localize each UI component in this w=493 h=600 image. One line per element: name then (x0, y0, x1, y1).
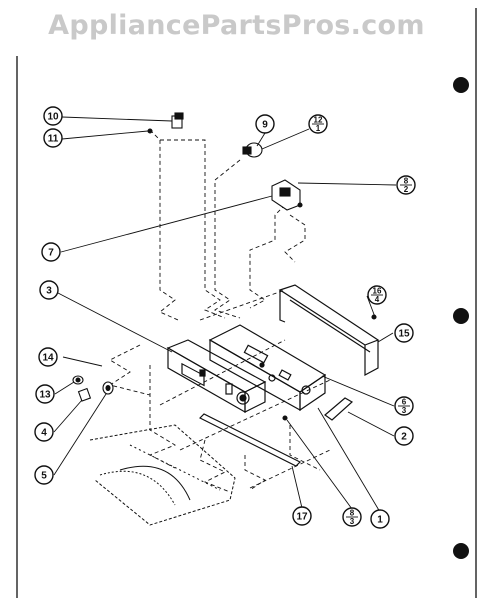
callout-label: 13 (39, 390, 51, 401)
callout-c14: 14 (38, 347, 58, 367)
watermark-text: AppliancePartsPros.com (48, 10, 425, 41)
switch-screw (297, 202, 303, 208)
knob-4 (77, 387, 92, 402)
callout-c10: 10 (43, 106, 63, 126)
callout-circle (34, 465, 54, 485)
callout-c9: 9 (255, 114, 275, 134)
callout-label: 17 (296, 512, 308, 523)
console-base-panel (89, 424, 236, 526)
callout-circle (43, 128, 63, 148)
callout-label-top: 8 (350, 509, 355, 518)
callout-label: 5 (41, 471, 47, 482)
callout-c8a: 82 (396, 175, 416, 195)
callout-label: 1 (377, 515, 383, 526)
callout-circle (394, 426, 414, 446)
binder-hole-top (453, 77, 469, 93)
callout-label-bottom: 3 (350, 517, 355, 526)
callout-circle (43, 106, 63, 126)
callout-label-bottom: 2 (404, 185, 409, 194)
leader-lines (53, 116, 397, 513)
control-panel (166, 339, 267, 414)
callout-c8b: 83 (342, 507, 362, 527)
callout-c15: 15 (394, 323, 414, 343)
callout-c17: 17 (292, 506, 312, 526)
callout-label-top: 8 (404, 177, 409, 186)
callout-c4: 4 (34, 422, 54, 442)
callout-circle (41, 242, 61, 262)
screw-11 (147, 128, 153, 134)
binder-hole-bottom (453, 543, 469, 559)
screw-8b (282, 415, 288, 421)
trim-strip (198, 413, 302, 467)
callout-label: 11 (48, 134, 59, 145)
callout-label-top: 12 (314, 116, 323, 125)
callout-circle (292, 506, 312, 526)
assembly-guide-lines (108, 129, 331, 493)
bushing-hole (75, 377, 81, 383)
callout-label-bottom: 4 (375, 295, 380, 304)
callout-label: 14 (42, 353, 54, 364)
small-parts (72, 112, 377, 421)
callout-label-bottom: 3 (402, 406, 407, 415)
spacer-block (324, 397, 354, 421)
callout-circle (394, 323, 414, 343)
callout-c12: 121 (308, 114, 328, 134)
callout-c1: 1 (370, 509, 390, 529)
callout-circle (39, 280, 59, 300)
control-housing (208, 324, 327, 412)
callout-label: 4 (41, 428, 47, 439)
switch-terminal (279, 187, 291, 197)
callout-label: 7 (48, 248, 54, 259)
callout-c5: 5 (34, 465, 54, 485)
callout-label-top: 6 (402, 398, 407, 407)
callout-c11: 11 (43, 128, 63, 148)
back-bracket (278, 284, 380, 377)
callout-label: 2 (401, 432, 407, 443)
callout-c2: 2 (394, 426, 414, 446)
callout-circle (35, 384, 55, 404)
callout-c16: 164 (367, 285, 387, 305)
callout-label: 9 (262, 120, 268, 131)
callout-label-bottom: 1 (316, 124, 321, 133)
callout-circle (255, 114, 275, 134)
callout-circle (370, 509, 390, 529)
callout-label: 10 (47, 112, 59, 123)
callout-c3: 3 (39, 280, 59, 300)
knob-shaft (242, 146, 252, 155)
callout-c6: 63 (394, 396, 414, 416)
lamp-tab (174, 112, 184, 120)
washer-hole (105, 384, 111, 392)
callout-label: 15 (398, 329, 410, 340)
callout-circle (38, 347, 58, 367)
callout-label: 3 (46, 286, 52, 297)
callout-label-top: 16 (373, 287, 382, 296)
callout-c13: 13 (35, 384, 55, 404)
binder-hole-middle (453, 308, 469, 324)
callout-c7: 7 (41, 242, 61, 262)
callout-circle (34, 422, 54, 442)
